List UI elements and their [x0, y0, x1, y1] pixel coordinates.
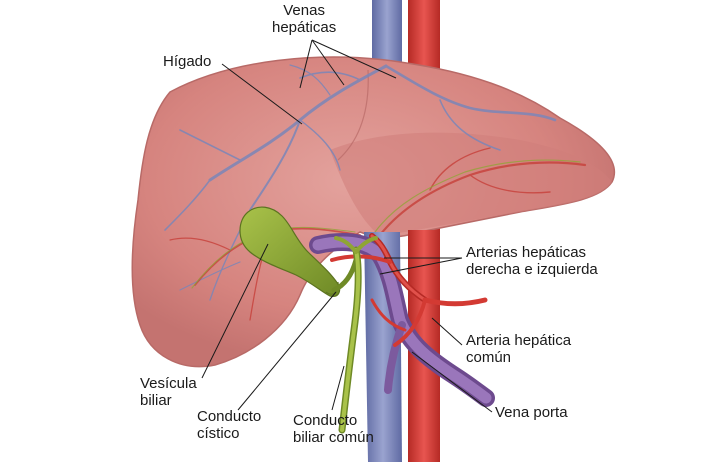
label-conducto-cistico: Conducto cístico [197, 408, 262, 442]
label-venas-hepaticas: Venas hepáticas [272, 2, 337, 36]
label-vesicula-biliar: Vesícula biliar [140, 375, 197, 409]
label-arteria-hepatica-comun: Arteria hepática común [466, 332, 572, 366]
leader-lines [201, 39, 493, 413]
label-arterias-hepaticas: Arterias hepáticas derecha e izquierda [466, 244, 598, 278]
gallbladder [239, 206, 341, 297]
portal-vein [309, 233, 495, 407]
hepatic-arteries [330, 233, 488, 347]
label-conducto-biliar-comun: Conducto biliar común [293, 412, 374, 446]
liver-lobe-fold [330, 132, 612, 236]
label-vena-porta: Vena porta [495, 404, 568, 421]
bile-ducts [331, 236, 378, 434]
inferior-vena-cava-upper [372, 0, 402, 70]
hepatic-veins [164, 64, 557, 301]
label-higado: Hígado [163, 53, 212, 70]
liver-fissure [337, 69, 369, 161]
